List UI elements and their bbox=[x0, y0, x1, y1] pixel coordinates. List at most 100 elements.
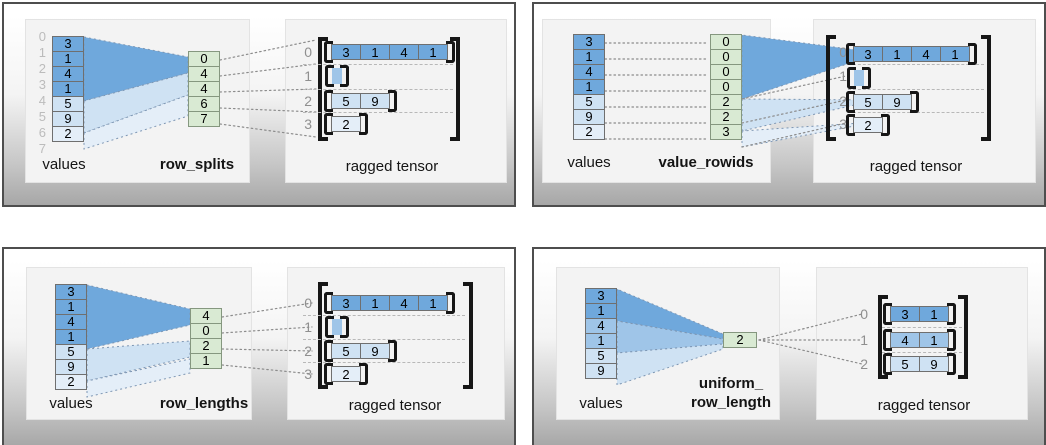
ragged-tensor-label: ragged tensor bbox=[869, 158, 963, 175]
value-cell: 3 bbox=[585, 288, 617, 304]
ragged-cell: 9 bbox=[360, 93, 390, 109]
bracket-left-icon bbox=[324, 340, 333, 362]
ragged-cell: 5 bbox=[331, 93, 361, 109]
value-cell: 9 bbox=[585, 363, 617, 379]
ragged-row: 3 1 4 1 bbox=[846, 43, 977, 65]
bracket-left-icon bbox=[883, 353, 892, 375]
ragged-cell: 3 bbox=[331, 44, 361, 60]
bracket-right-icon bbox=[881, 114, 890, 136]
bracket-left-icon bbox=[325, 65, 334, 87]
outer-bracket-right-icon bbox=[463, 282, 473, 389]
ragged-tensor-label: ragged tensor bbox=[877, 397, 971, 414]
bracket-left-icon bbox=[846, 43, 855, 65]
fan-light bbox=[741, 98, 877, 132]
row-separator bbox=[303, 112, 453, 113]
dotted-connector bbox=[219, 39, 317, 61]
panel-uniform-row-length: 3 1 4 1 5 9 2 values uniform_ row_length… bbox=[532, 247, 1046, 445]
panel-row-lengths: 3 1 4 1 5 9 2 4 0 2 1 values row_lengths… bbox=[2, 247, 516, 445]
value-cell: 1 bbox=[55, 329, 87, 345]
ragged-row: 2 bbox=[324, 113, 368, 135]
value-cell: 9 bbox=[573, 109, 605, 125]
value-cell: 1 bbox=[573, 79, 605, 95]
bracket-right-icon bbox=[968, 43, 977, 65]
row-index: 1 bbox=[304, 68, 312, 84]
bracket-left-icon bbox=[883, 303, 892, 325]
ragged-cell: 1 bbox=[882, 46, 912, 62]
value-cell: 5 bbox=[52, 96, 84, 112]
value-rowids-cell: 0 bbox=[710, 79, 742, 95]
row-separator bbox=[882, 327, 962, 328]
value-cell: 3 bbox=[55, 284, 87, 300]
outer-bracket-left-icon bbox=[318, 282, 328, 389]
row-index: 0 bbox=[839, 44, 847, 60]
bracket-left-icon bbox=[325, 316, 334, 338]
boundary-index: 4 bbox=[38, 93, 46, 108]
ragged-row: 3 1 4 1 bbox=[324, 41, 455, 63]
empty-list bbox=[332, 68, 342, 84]
bracket-right-icon bbox=[359, 363, 368, 385]
ragged-row-empty bbox=[847, 67, 871, 89]
row-index: 2 bbox=[860, 356, 868, 372]
row-index: 3 bbox=[304, 116, 312, 132]
ragged-cell: 4 bbox=[911, 46, 941, 62]
bracket-left-icon bbox=[847, 67, 856, 89]
ragged-row: 3 1 4 1 bbox=[324, 292, 455, 314]
row-lengths-column: 4 0 2 1 bbox=[190, 308, 222, 369]
ragged-cell: 9 bbox=[919, 356, 949, 372]
value-cell: 1 bbox=[55, 299, 87, 315]
row-splits-cell: 4 bbox=[188, 66, 220, 82]
row-lengths-cell: 0 bbox=[190, 323, 222, 339]
ragged-row: 5 9 bbox=[324, 340, 397, 362]
ragged-cell: 5 bbox=[331, 343, 361, 359]
ragged-row-empty bbox=[325, 65, 349, 87]
fan-faint bbox=[86, 358, 191, 398]
method-label-line2: row_length bbox=[690, 394, 772, 411]
fan-dark bbox=[741, 34, 881, 100]
value-cell: 3 bbox=[573, 34, 605, 50]
fan-light bbox=[616, 343, 724, 386]
row-index: 0 bbox=[304, 44, 312, 60]
row-index: 2 bbox=[304, 343, 312, 359]
ragged-cell: 1 bbox=[360, 295, 390, 311]
row-separator bbox=[882, 352, 962, 353]
dotted-connector bbox=[741, 122, 847, 148]
panel-value-rowids: 3 1 4 1 5 9 2 0 0 0 0 2 2 3 values value… bbox=[532, 2, 1046, 207]
ragged-cell: 2 bbox=[331, 116, 361, 132]
row-index: 1 bbox=[860, 332, 868, 348]
row-separator bbox=[303, 89, 453, 90]
dotted-connector bbox=[221, 348, 313, 352]
bracket-right-icon bbox=[947, 303, 956, 325]
row-lengths-cell: 1 bbox=[190, 353, 222, 369]
value-cell: 9 bbox=[52, 111, 84, 127]
value-cell: 1 bbox=[585, 333, 617, 349]
bracket-right-icon bbox=[947, 329, 956, 351]
boundary-index: 2 bbox=[38, 61, 46, 76]
value-rowids-cell: 2 bbox=[710, 109, 742, 125]
outer-bracket-left-icon bbox=[826, 35, 836, 141]
ragged-cell: 4 bbox=[389, 295, 419, 311]
row-lengths-cell: 4 bbox=[190, 308, 222, 324]
row-index: 1 bbox=[839, 68, 847, 84]
ragged-row: 4 1 bbox=[883, 329, 956, 351]
ragged-cell: 4 bbox=[389, 44, 419, 60]
row-lengths-cell: 2 bbox=[190, 338, 222, 354]
ragged-cell: 1 bbox=[919, 306, 949, 322]
ragged-cell: 5 bbox=[853, 94, 883, 110]
row-splits-cell: 4 bbox=[188, 81, 220, 97]
dotted-connector bbox=[219, 123, 317, 138]
row-index: 1 bbox=[304, 319, 312, 335]
value-cell: 2 bbox=[52, 126, 84, 142]
row-index: 3 bbox=[304, 366, 312, 382]
dotted-connector bbox=[221, 302, 313, 318]
outer-bracket-left-icon bbox=[878, 295, 888, 379]
ragged-row: 5 9 bbox=[324, 90, 397, 112]
bracket-right-icon bbox=[340, 316, 349, 338]
method-label-line1: uniform_ bbox=[698, 375, 764, 392]
value-cell: 4 bbox=[573, 64, 605, 80]
ragged-cell: 1 bbox=[418, 295, 448, 311]
dotted-connector bbox=[741, 75, 847, 100]
bracket-left-icon bbox=[846, 114, 855, 136]
value-rowids-cell: 3 bbox=[710, 124, 742, 140]
row-index: 0 bbox=[860, 306, 868, 322]
